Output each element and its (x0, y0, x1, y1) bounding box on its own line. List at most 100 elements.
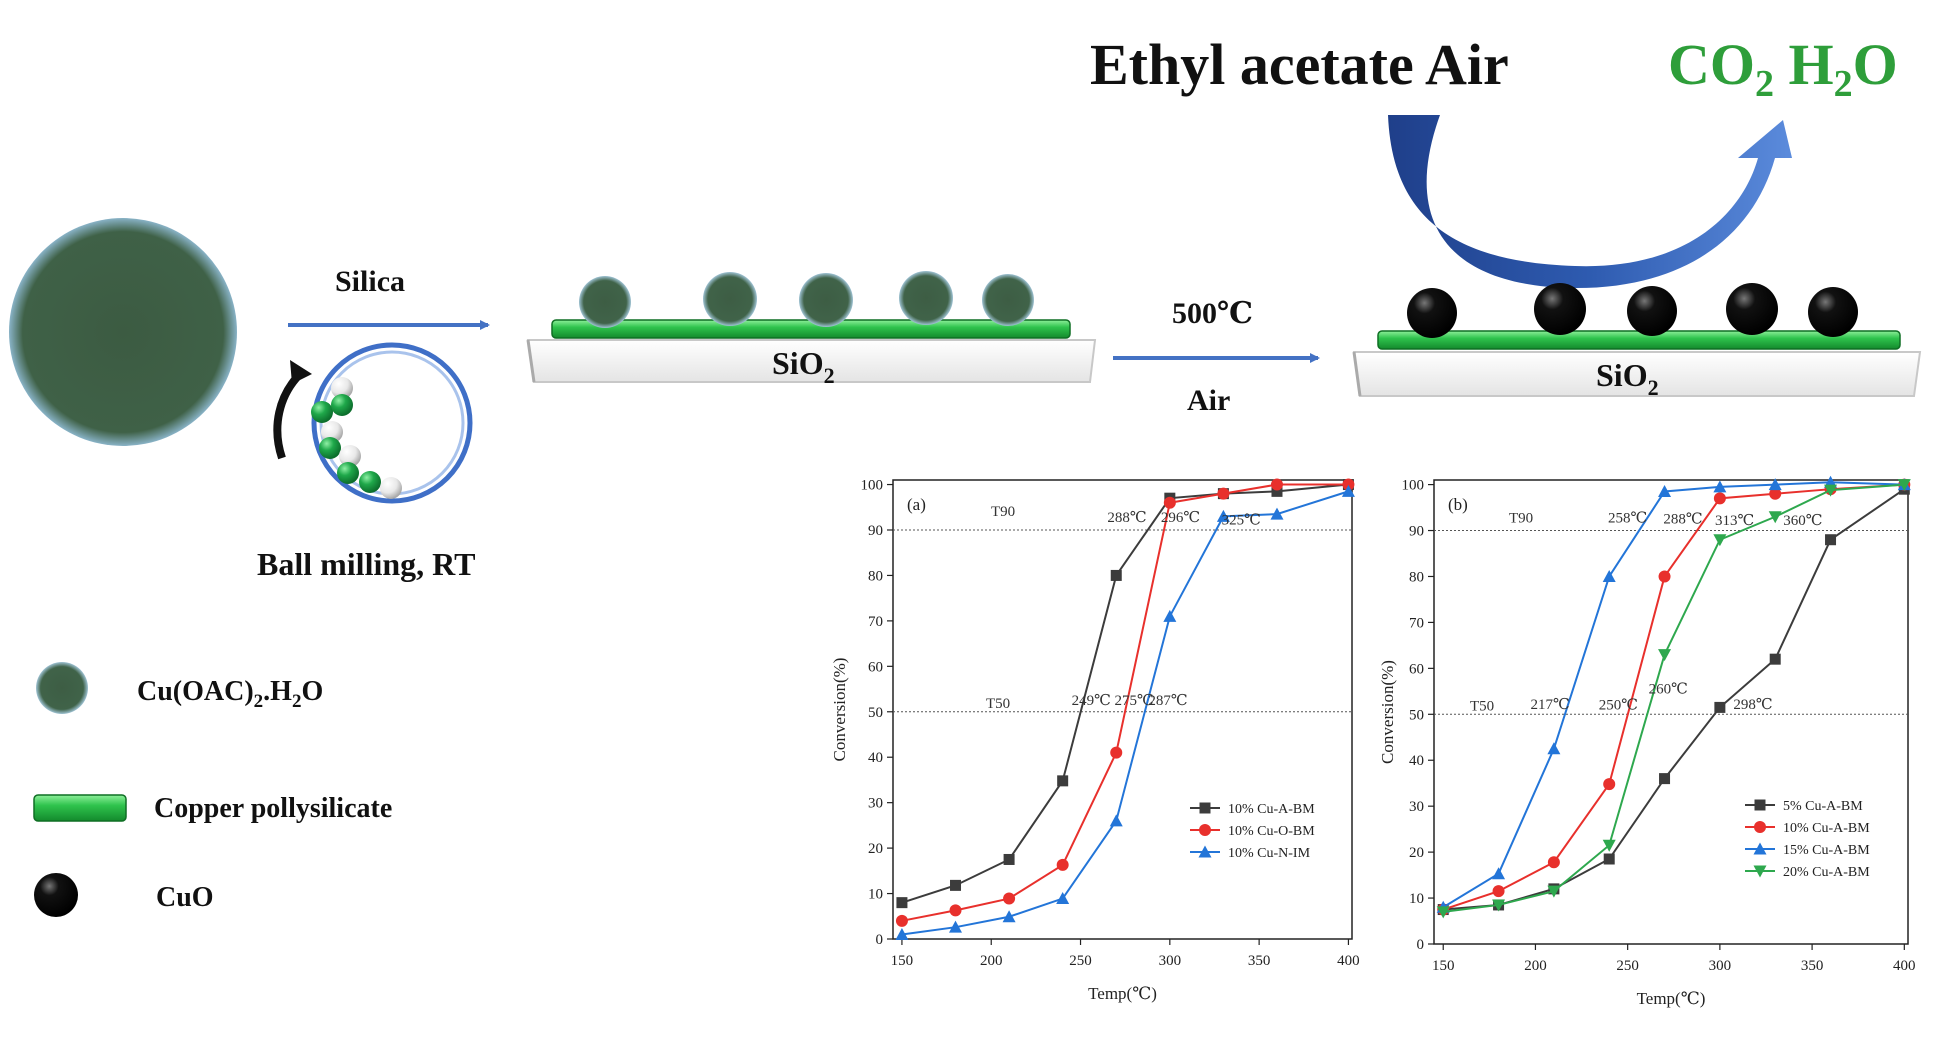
y-tick-label: 10 (1409, 891, 1424, 907)
data-point (1056, 858, 1069, 871)
temperature-annotation: 325℃ (1222, 513, 1261, 529)
temperature-annotation: 287℃ (1148, 693, 1187, 709)
x-tick-label: 400 (1893, 958, 1916, 974)
data-point (1216, 509, 1230, 522)
data-point (1602, 569, 1616, 582)
data-point (1603, 778, 1616, 791)
data-point (1713, 492, 1726, 505)
x-tick-label: 400 (1337, 953, 1360, 969)
data-point (1163, 496, 1176, 509)
data-point (949, 904, 962, 917)
temperature-annotation: 217℃ (1531, 697, 1570, 713)
data-point (1057, 775, 1069, 787)
y-tick-label: 10 (868, 887, 883, 903)
x-tick-label: 250 (1069, 953, 1092, 969)
x-tick-label: 200 (1524, 958, 1547, 974)
legend-marker (1754, 821, 1766, 833)
support-plate-1 (526, 339, 1097, 383)
panel-label: (b) (1448, 495, 1468, 514)
y-tick-label: 0 (1417, 937, 1425, 953)
data-point (1492, 885, 1505, 898)
y-tick-label: 20 (868, 841, 883, 857)
air-label: Air (1187, 384, 1230, 417)
y-tick-label: 90 (1409, 524, 1424, 540)
x-tick-label: 250 (1616, 958, 1639, 974)
ball-mill-icon (311, 342, 473, 504)
data-point (1547, 742, 1561, 755)
data-point (1602, 839, 1616, 852)
legend-entry: 10% Cu-N-IM (1228, 846, 1311, 861)
x-axis-label: Temp(℃) (1088, 984, 1157, 1003)
support-label-2: SiO2 (1596, 357, 1659, 400)
temperature-annotation: 296℃ (1161, 510, 1200, 526)
y-tick-label: 0 (876, 932, 884, 948)
data-point (1109, 814, 1123, 827)
legend-silicate-swatch (33, 794, 127, 822)
plot-frame (1433, 479, 1909, 945)
legend-marker (1198, 845, 1212, 858)
legend-entry: 10% Cu-A-BM (1783, 821, 1870, 836)
data-point (1056, 892, 1070, 905)
y-tick-label: 100 (1402, 478, 1425, 494)
data-point (1825, 534, 1837, 546)
silica-label: Silica (335, 265, 405, 298)
temperature-annotation: 260℃ (1649, 682, 1688, 698)
temperature-annotation: 258℃ (1608, 510, 1647, 526)
support-plate-2 (1352, 351, 1922, 397)
data-point (1897, 479, 1911, 492)
legend-cuo-swatch (34, 873, 78, 917)
data-point (1547, 885, 1561, 898)
data-point (1658, 570, 1671, 583)
precursor-particles-on-support (579, 271, 1034, 328)
support-label-1: SiO2 (772, 345, 835, 388)
data-point (1110, 746, 1123, 759)
y-tick-label: 60 (868, 659, 883, 675)
data-point (1547, 856, 1560, 869)
data-point (895, 927, 909, 940)
plot-frame (892, 479, 1353, 940)
temperature-annotation: 275℃ (1114, 693, 1153, 709)
y-axis-label: Conversion(%) (1378, 660, 1397, 764)
y-tick-label: 30 (868, 796, 883, 812)
data-point (1163, 609, 1177, 622)
x-tick-label: 350 (1801, 958, 1824, 974)
data-point (1603, 853, 1615, 865)
legend-entry: 5% Cu-A-BM (1783, 799, 1863, 814)
curved-reaction-arrow (1388, 115, 1792, 289)
data-point (1658, 484, 1672, 497)
temperature-annotation: 250℃ (1599, 698, 1638, 714)
data-point (1270, 478, 1283, 491)
h2o-subscript: 2 (1834, 63, 1853, 105)
data-point (1270, 507, 1284, 520)
legend-marker (1753, 865, 1767, 878)
y-tick-label: 20 (1409, 845, 1424, 861)
data-point (1768, 511, 1782, 524)
temperature-annotation: 360℃ (1783, 513, 1822, 529)
h2o-o: O (1853, 32, 1898, 97)
data-point (949, 920, 963, 933)
reactants-label: Ethyl acetate Air (1090, 32, 1509, 97)
x-tick-label: 300 (1159, 953, 1182, 969)
y-tick-label: 70 (868, 614, 883, 630)
series-10-cu-o-bm (895, 478, 1355, 927)
data-point (950, 879, 962, 891)
data-point (1659, 773, 1671, 785)
temperature-annotation: 288℃ (1663, 512, 1702, 528)
cuo-particles-on-support (1407, 283, 1858, 338)
y-tick-label: 30 (1409, 799, 1424, 815)
co2-subscript: 2 (1755, 63, 1774, 105)
reference-line-label: T90 (991, 504, 1015, 520)
data-point (1713, 534, 1727, 547)
temperature-annotation: 298℃ (1733, 697, 1772, 713)
data-point (1769, 653, 1781, 665)
data-point (1492, 867, 1506, 880)
data-point (1002, 910, 1016, 923)
temperature-annotation: 313℃ (1715, 513, 1754, 529)
data-point (1769, 487, 1782, 500)
legend-precursor-label: Cu(OAC)2.H2O (137, 676, 323, 712)
data-point (1003, 892, 1016, 905)
series-10-cu-n-im (895, 484, 1355, 940)
